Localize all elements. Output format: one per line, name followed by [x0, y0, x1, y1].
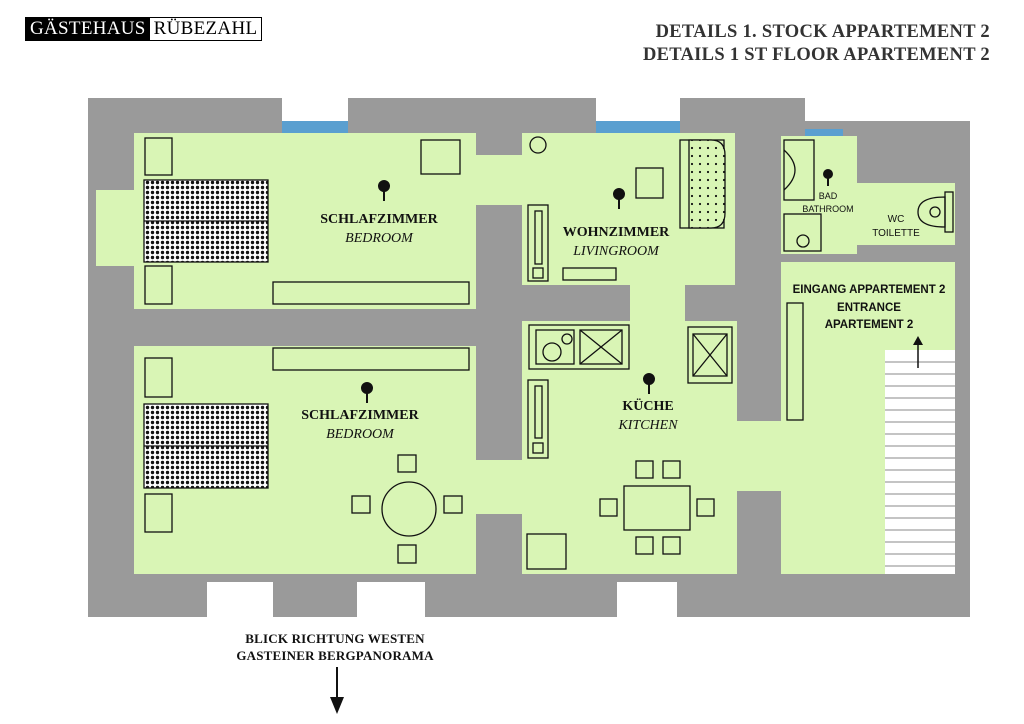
washbasin	[783, 213, 822, 252]
wc-de: WC	[888, 214, 905, 225]
stairs	[885, 336, 955, 574]
kitchen-en: KITCHEN	[617, 418, 678, 433]
view-direction-arrow	[330, 667, 344, 714]
window-top-left	[282, 121, 348, 133]
nightstand	[144, 493, 173, 533]
round-table	[381, 481, 437, 537]
wardrobe	[272, 347, 470, 371]
logo-part2: RÜBEZAHL	[149, 18, 262, 40]
room-labels: SCHLAFZIMMER BEDROOM WOHNZIMMER LIVINGRO…	[301, 191, 945, 442]
view-caption-line2: GASTEINER BERGPANORAMA	[236, 648, 434, 663]
desk	[420, 139, 461, 175]
bottom-openings	[207, 582, 677, 618]
wardrobe	[272, 281, 470, 305]
fridge	[687, 326, 733, 384]
sink	[579, 329, 623, 365]
floor-entrance-lower	[781, 348, 885, 574]
dining-table	[623, 485, 691, 531]
logo: GÄSTEHAUS RÜBEZAHL	[25, 17, 263, 41]
kitchen-de: KÜCHE	[622, 397, 673, 414]
kitchen-shelf	[527, 379, 549, 459]
side-table	[562, 267, 617, 281]
livingroom-de: WOHNZIMMER	[563, 225, 670, 240]
floor-entrance	[781, 262, 955, 350]
bath-en: BATHROOM	[802, 204, 853, 214]
livingroom-en: LIVINGROOM	[572, 244, 660, 259]
floor-hall-top	[476, 155, 524, 205]
toilet	[917, 196, 946, 228]
cabinet	[526, 533, 567, 570]
floor-hall-right	[735, 421, 783, 491]
logo-part1: GÄSTEHAUS	[26, 18, 150, 40]
window-top-right	[805, 129, 843, 136]
stove-counter	[528, 324, 630, 370]
floor-center	[630, 285, 685, 321]
bedroom2-en: BEDROOM	[326, 427, 395, 442]
entrance-line1: EINGANG APPARTEMENT 2	[793, 284, 946, 296]
floor-hall-bottom	[476, 460, 524, 514]
wc-en: TOILETTE	[872, 228, 920, 239]
entrance-line2: ENTRANCE	[837, 302, 901, 314]
view-caption-line1: BLICK RICHTUNG WESTEN	[245, 631, 425, 646]
title-line2: DETAILS 1 ST FLOOR APARTEMENT 2	[642, 45, 990, 65]
pins	[361, 169, 833, 403]
armchair-table	[635, 167, 664, 199]
entrance-line3: APARTEMENT 2	[825, 319, 914, 331]
bedroom2-de: SCHLAFZIMMER	[301, 408, 419, 423]
furniture	[143, 136, 954, 570]
bedroom1-de: SCHLAFZIMMER	[320, 212, 438, 227]
shelf	[527, 204, 549, 282]
floor-wc	[857, 183, 955, 245]
plant	[529, 136, 547, 154]
coat-rack	[786, 302, 804, 421]
bath-de: BAD	[819, 191, 838, 201]
nightstand	[144, 265, 173, 305]
floor-bath	[781, 136, 857, 254]
title-line1: DETAILS 1. STOCK APPARTEMENT 2	[655, 22, 990, 42]
nightstand	[144, 357, 173, 398]
shower	[783, 139, 815, 201]
window-top-mid	[596, 121, 680, 133]
windows	[282, 121, 843, 136]
floor-bedroom1-alcove	[96, 190, 136, 266]
nightstand	[144, 137, 173, 176]
bedroom1-en: BEDROOM	[345, 231, 414, 246]
